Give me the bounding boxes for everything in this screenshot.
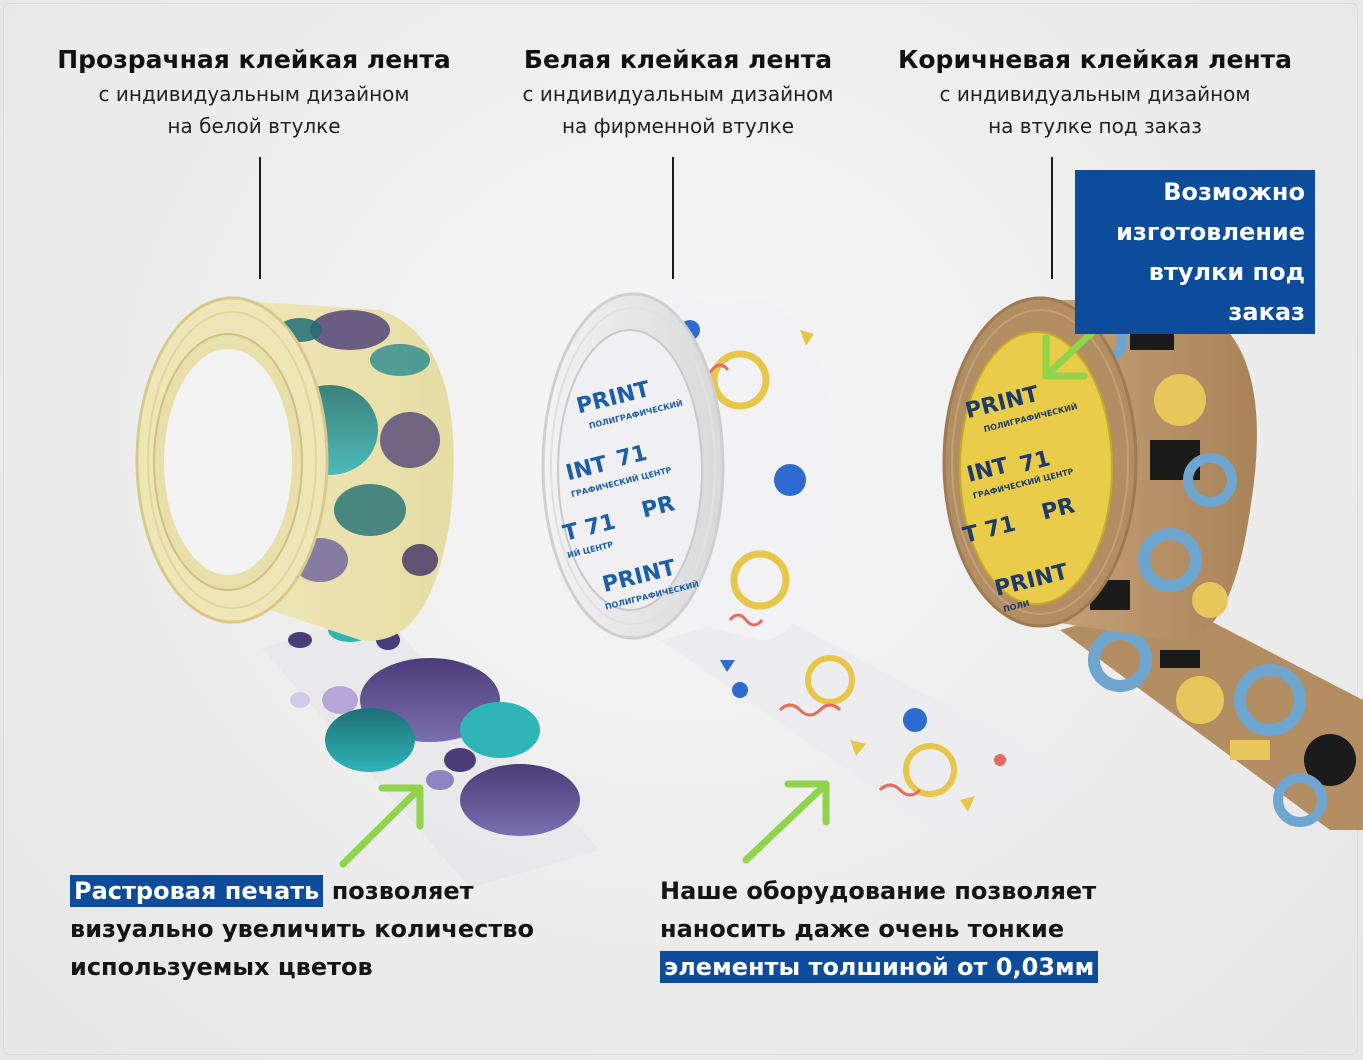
caption-title: Коричневая клейкая лента [897, 45, 1293, 74]
caption-line: с индивидуальным дизайном [939, 82, 1251, 106]
callout-line: втулки под заказ [1148, 258, 1305, 326]
arrow-up-right-icon [742, 780, 830, 864]
clear-tape-strip [262, 612, 600, 888]
white-tape-roll: PRINT ПОЛИГРАФИЧЕСКИЙ INT 71 ГРАФИЧЕСКИЙ… [541, 292, 1085, 840]
clear-tape-roll [135, 296, 600, 888]
note-raster-printing: Растровая печать позволяет визуально уве… [70, 872, 570, 986]
leader-line-brown [1051, 157, 1053, 279]
note-text: визуально увеличить количество [70, 915, 534, 943]
caption-line: с индивидуальным дизайном [98, 82, 410, 106]
brown-tape-core [959, 331, 1113, 605]
strip-pattern [288, 618, 580, 836]
caption-title: Белая клейкая лента [523, 45, 833, 74]
note-text: позволяет [323, 877, 474, 905]
caption-line: на фирменной втулке [561, 114, 795, 138]
white-tape-strip [660, 610, 1085, 840]
strip-pattern [1088, 628, 1356, 827]
caption-title: Прозрачная клейкая лента [57, 45, 451, 74]
note-fine-elements: Наше оборудование позволяет наносить даж… [660, 872, 1140, 986]
caption-clear-tape: Прозрачная клейкая лента с индивидуальны… [34, 42, 474, 142]
clear-tape-hole [164, 349, 292, 575]
leader-line-clear [259, 157, 261, 279]
caption-brown-tape: Коричневая клейкая лента с индивидуальны… [875, 42, 1315, 142]
callout-line: изготовление [1116, 218, 1305, 246]
image-frame [3, 3, 1358, 1055]
brown-tape-roll: PRINT ПОЛИГРАФИЧЕСКИЙ INT 71 ГРАФИЧЕСКИЙ… [942, 296, 1363, 830]
caption-line: с индивидуальным дизайном [522, 82, 834, 106]
note-highlight: элементы толшиной от 0,03мм [660, 951, 1099, 983]
white-tape-core [557, 329, 703, 611]
leader-line-white [672, 157, 674, 279]
note-text: используемых цветов [70, 953, 373, 981]
strip-pattern [720, 655, 1006, 812]
caption-white-tape: Белая клейкая лента с индивидуальным диз… [458, 42, 898, 142]
caption-line: на втулке под заказ [988, 114, 1202, 138]
note-highlight: Растровая печать [70, 875, 324, 907]
core-custom-callout: Возможно изготовление втулки под заказ [1075, 170, 1315, 334]
callout-line: Возможно [1163, 178, 1305, 206]
note-text: наносить даже очень тонкие [660, 915, 1065, 943]
arrow-up-right-icon [339, 784, 424, 868]
note-text: Наше оборудование позволяет [660, 877, 1097, 905]
caption-line: на белой втулке [167, 114, 341, 138]
